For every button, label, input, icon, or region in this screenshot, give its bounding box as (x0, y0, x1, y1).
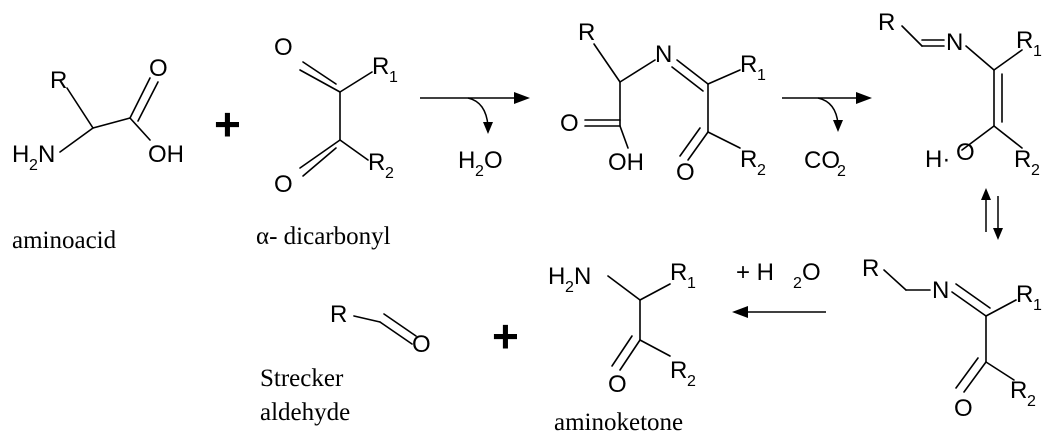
imine-acid-r2-sub: 2 (757, 162, 766, 179)
dicarbonyl-r1-sub: 1 (389, 69, 398, 86)
strecker-caption-line2: aldehyde (260, 399, 350, 426)
imine-acid-n-label: N (655, 41, 672, 68)
imine-ketone-r-label: R (862, 255, 879, 282)
reaction-arrow-2 (782, 92, 872, 132)
aminoacid-caption: aminoacid (12, 227, 117, 254)
plus-water-tail: O (802, 259, 821, 286)
plus-water-sub: 2 (793, 275, 802, 292)
dicarbonyl-structure: O R 1 O R 2 (274, 34, 398, 198)
aminoketone-h-label: H (548, 263, 565, 290)
aminoketone-o-label: O (608, 371, 627, 398)
r-label: R (50, 67, 67, 94)
imine-acid-oh: OH (608, 149, 644, 176)
amino-acid-structure: R O OH H 2 N (12, 55, 184, 174)
water-label-o: O (484, 147, 503, 174)
enol-o-label: O (956, 139, 975, 166)
imine-ketone-r1-label: R (1016, 281, 1033, 308)
imine-ketone-r2-sub: 2 (1027, 393, 1036, 410)
strecker-aldehyde-structure: R O (330, 301, 431, 358)
imine-acid-r-label: R (578, 19, 595, 46)
dicarbonyl-r1-label: R (372, 53, 389, 80)
amine-h-label: H (12, 141, 29, 168)
carbonyl-o-label: O (149, 55, 168, 82)
enol-r-label: R (878, 9, 895, 36)
amine-n-label: N (38, 141, 55, 168)
amine-sub-label: 2 (29, 157, 38, 174)
enol-h-label: H· (925, 146, 950, 173)
hydroxyl-label: OH (148, 141, 184, 168)
imine-ketone-r2-label: R (1010, 377, 1027, 404)
enol-r2-label: R (1014, 146, 1031, 173)
aminoketone-n-label: N (574, 263, 591, 290)
aminoketone-r1-sub: 1 (687, 275, 696, 292)
strecker-caption-line1: Strecker (260, 365, 344, 392)
reaction-arrow-3 (732, 306, 826, 318)
reaction-arrow-1 (420, 92, 530, 134)
water-label-h: H (458, 147, 475, 174)
plus-water-label: + H (736, 259, 774, 286)
imine-ketone-n-label: N (932, 277, 949, 304)
aldehyde-o-label: O (412, 331, 431, 358)
imine-acid-r1-sub: 1 (757, 67, 766, 84)
enol-r1-label: R (1016, 27, 1033, 54)
dicarbonyl-o-top: O (274, 34, 293, 61)
aminoketone-r1-label: R (670, 259, 687, 286)
aminoketone-structure: H 2 N R 1 O R 2 (548, 259, 696, 398)
plus-sign-2: + (492, 310, 519, 362)
dicarbonyl-o-bottom: O (274, 171, 293, 198)
enol-n-label: N (946, 29, 963, 56)
co2-sub: 2 (837, 163, 846, 180)
enol-imine-structure: R N R 1 O H· R 2 (878, 9, 1042, 179)
enol-r2-sub: 2 (1031, 162, 1040, 179)
imine-acid-r1-label: R (740, 51, 757, 78)
aminoketone-r2-label: R (670, 357, 687, 384)
imine-acid-structure: R N R 1 O OH O R 2 (560, 19, 766, 186)
imine-ketone-o-label: O (954, 395, 973, 422)
aminoketone-amine-sub: 2 (565, 279, 574, 296)
dicarbonyl-caption: α- dicarbonyl (256, 223, 391, 250)
imine-acid-carbonyl-o: O (560, 110, 579, 137)
dicarbonyl-r2-label: R (368, 149, 385, 176)
aldehyde-r-label: R (330, 301, 347, 328)
tautomer-equilibrium-arrows (981, 188, 1003, 240)
imine-acid-ketone-o: O (676, 159, 695, 186)
aminoketone-r2-sub: 2 (687, 373, 696, 390)
plus-sign-1: + (214, 98, 241, 150)
imine-acid-r2-label: R (740, 146, 757, 173)
dicarbonyl-r2-sub: 2 (385, 165, 394, 182)
imine-ketone-r1-sub: 1 (1033, 297, 1042, 314)
enol-r1-sub: 1 (1033, 43, 1042, 60)
co2-label: CO (804, 147, 840, 174)
imine-ketone-structure: R N R 1 O R 2 (862, 255, 1042, 422)
water-label-sub: 2 (475, 163, 484, 180)
aminoketone-caption: aminoketone (554, 409, 683, 434)
